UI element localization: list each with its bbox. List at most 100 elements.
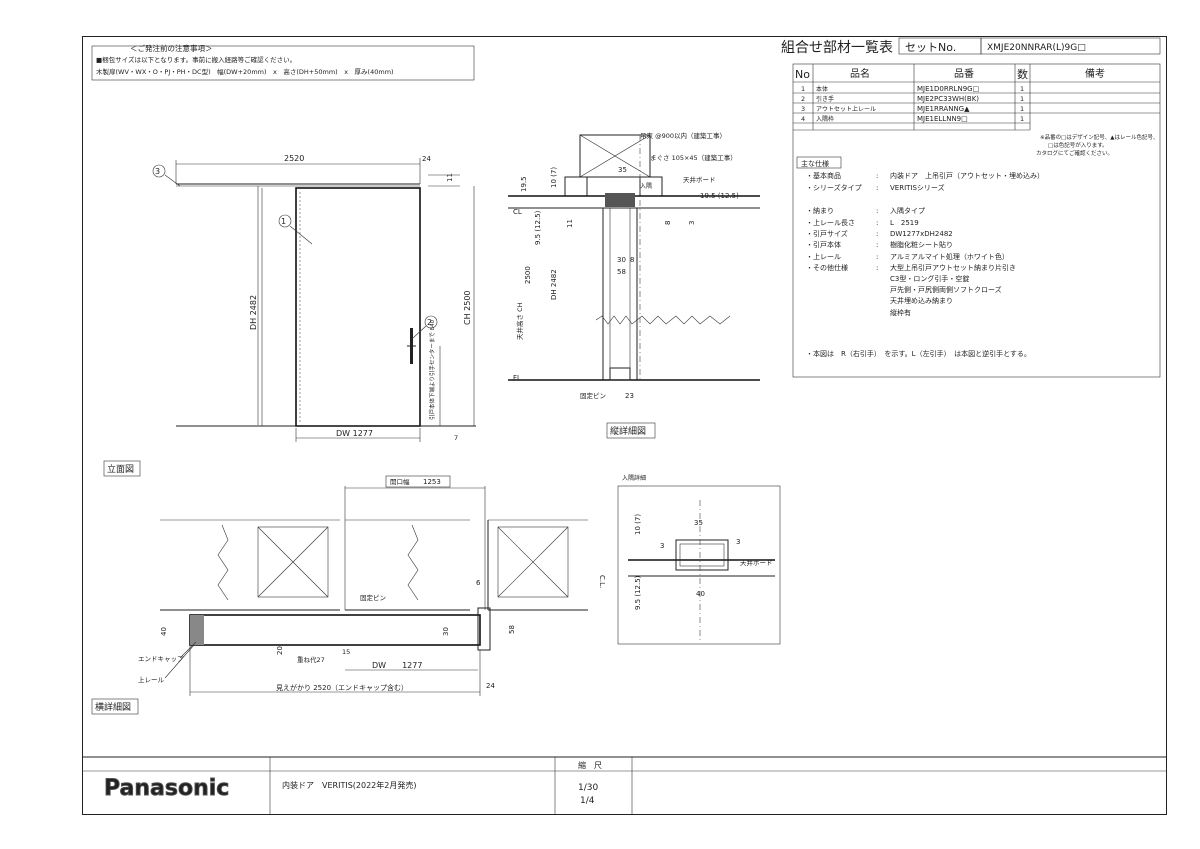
col-name: 品名 [850, 67, 870, 80]
table-row: 1 本体 MJE1D0RRLN9G□ 1 [801, 85, 1024, 93]
svg-text:・上レール: ・上レール [806, 252, 841, 261]
title-block: Panasonic 内装ドア VERITIS(2022年2月発売) 縮 尺 1/… [82, 756, 1167, 815]
hs-d30: 30 [442, 627, 450, 636]
svg-text:C3型・ロング引手・空錠: C3型・ロング引手・空錠 [890, 274, 969, 283]
table-row: 3 アウトセット上レール MJE1RRANNG▲ 1 [801, 105, 1024, 113]
cd-board: 天井ボード [740, 558, 773, 567]
elev-dim-dw: DW 1277 [336, 429, 373, 438]
horizontal-section: 開口幅 1253 固定ピン 6 40 30 58 20 15 重ね代27 DW … [138, 475, 588, 696]
elev-dim-ch: CH 2500 [463, 290, 472, 325]
set-number-value: XMJE20NNRAR(L)9G□ [987, 43, 1086, 53]
vs-d58: 58 [617, 268, 626, 276]
svg-text:入隅タイプ: 入隅タイプ [890, 206, 925, 215]
hs-opening-value: 1253 [423, 478, 441, 486]
elev-dim-7: 7 [454, 434, 458, 442]
svg-text:L 2519: L 2519 [890, 219, 919, 227]
svg-text:入隅枠: 入隅枠 [816, 115, 834, 123]
svg-text:樹脂化粧シート貼り: 樹脂化粧シート貼り [890, 240, 953, 249]
cd-d35: 35 [694, 519, 703, 527]
elevation-label: 立面図 [107, 463, 134, 475]
svg-text:・引戸サイズ: ・引戸サイズ [806, 229, 848, 238]
svg-text:・基本商品: ・基本商品 [806, 171, 841, 180]
product-name: 内装ドア VERITIS(2022年2月発売) [282, 780, 416, 790]
hs-dw: DW 1277 [372, 661, 422, 670]
panasonic-logo: Panasonic [104, 776, 229, 801]
svg-text:・上レール長さ: ・上レール長さ [806, 218, 855, 227]
svg-text::: : [876, 264, 878, 272]
svg-text:内装ドア 上吊引戸（アウトセット・埋め込み）: 内装ドア 上吊引戸（アウトセット・埋め込み） [890, 171, 1044, 180]
svg-text:MJE1ELLNN9□: MJE1ELLNN9□ [917, 115, 968, 123]
svg-text:引き手: 引き手 [816, 95, 834, 103]
callout-3: 3 [155, 167, 160, 176]
vs-d95: 9.5 (12.5) [534, 210, 542, 245]
svg-text::: : [876, 184, 878, 192]
col-code: 品番 [954, 68, 974, 80]
svg-text:・シリーズタイプ: ・シリーズタイプ [806, 183, 862, 192]
svg-text::: : [876, 207, 878, 215]
svg-text:大型上吊引戸アウトセット納まり片引き: 大型上吊引戸アウトセット納まり片引き [890, 263, 1016, 272]
vs-d35: 35 [618, 166, 627, 174]
hs-endcap: エンドキャップ [138, 655, 184, 663]
hs-d15: 15 [342, 648, 350, 656]
spec-list: ・基本商品 : 内装ドア 上吊引戸（アウトセット・埋め込み） ・シリーズタイプ … [806, 171, 1044, 317]
vs-note-5: 固定ピン [580, 391, 606, 400]
hs-d6: 6 [476, 579, 481, 587]
svg-text:縦枠有: 縦枠有 [890, 308, 911, 317]
table-footnote-3: カタログにてご確認ください。 [1036, 149, 1113, 157]
svg-text::: : [876, 253, 878, 261]
table-footnote-1: ※品番の□はデザイン記号、▲はレール色記号、 [1040, 133, 1159, 141]
corner-detail: 入隅詳細 35 10 (7) 3 3 9.5 (12.5) 40 天井ボード C… [598, 474, 781, 645]
drawing-sheet [82, 36, 1167, 815]
svg-text:MJE2PC33WH(BK): MJE2PC33WH(BK) [917, 95, 979, 103]
hs-overlap: 重ね代27 [297, 655, 325, 664]
vs-d195: 19.5 [520, 176, 528, 192]
callout-2: 2 [427, 318, 432, 327]
vs-d2500: 2500 [524, 266, 532, 284]
spec-note: ・本図は R（右引手） を示す。L（左引手） は本図と逆引手とする。 [806, 349, 1031, 358]
svg-text:アルミアルマイト処理（ホワイト色）: アルミアルマイト処理（ホワイト色） [890, 252, 1009, 261]
hs-total: 見えがかり 2520（エンドキャップ含む） [276, 683, 408, 692]
parts-list-header: 組合せ部材一覧表 セットNo. XMJE20NNRAR(L)9G□ [781, 37, 1161, 56]
table-row: 4 入隅枠 MJE1ELLNN9□ 1 [801, 115, 1024, 123]
vertical-section-label: 縦詳細図 [610, 425, 646, 437]
col-no: No [795, 68, 810, 81]
svg-text:1: 1 [1020, 95, 1024, 103]
vs-d30: 30 [617, 256, 626, 264]
svg-text:戸先側・戸尻側両側ソフトクローズ: 戸先側・戸尻側両側ソフトクローズ [890, 285, 1002, 294]
table-footnote-2: □は色記号が入ります。 [1048, 141, 1108, 149]
vs-note-3: 天井ボード [683, 175, 716, 184]
svg-text::: : [876, 241, 878, 249]
specs-heading: 主な仕様 [801, 159, 829, 168]
notice-line2: 木製扉(WV・WX・O・PJ・PH・DC型) 幅(DW+20mm) x 高さ(D… [96, 67, 394, 76]
elev-dim-840: 引戸本体下端より引手センターまで 840 [428, 319, 436, 420]
svg-text:MJE1RRANNG▲: MJE1RRANNG▲ [917, 105, 970, 113]
svg-text:1: 1 [801, 85, 805, 93]
elev-dim-11: 11 [446, 173, 454, 182]
svg-text:3: 3 [801, 105, 805, 113]
svg-text:・その他仕様: ・その他仕様 [806, 263, 848, 272]
vs-d3: 3 [688, 221, 696, 225]
vs-d10: 10 (7) [550, 167, 558, 188]
cd-d3a: 3 [660, 542, 664, 550]
vs-d23: 23 [625, 392, 634, 400]
vs-d11: 11 [566, 219, 574, 228]
svg-text::: : [876, 230, 878, 238]
vs-d8: 8 [664, 221, 672, 225]
col-qty: 数 [1017, 68, 1028, 81]
elev-dim-24: 24 [422, 155, 431, 163]
hs-opening-label: 開口幅 [390, 477, 410, 486]
svg-text:・引戸本体: ・引戸本体 [806, 240, 841, 249]
vs-ch-label: 天井高さ CH [515, 302, 524, 340]
cd-d3b: 3 [736, 538, 740, 546]
cd-d40: 40 [696, 590, 705, 598]
svg-text:MJE1D0RRLN9G□: MJE1D0RRLN9G□ [917, 85, 979, 93]
col-note: 備考 [1085, 67, 1105, 80]
svg-text:1: 1 [1020, 115, 1024, 123]
svg-text:天井埋め込み納まり: 天井埋め込み納まり [890, 296, 953, 305]
svg-text:4: 4 [801, 115, 805, 123]
vertical-section: 吊束 @900以内（建築工事） まぐさ 105×45（建築工事） 天井ボード 入… [508, 131, 760, 400]
svg-text:本体: 本体 [816, 85, 828, 93]
hs-d58: 58 [508, 625, 516, 634]
hs-d40: 40 [160, 627, 168, 636]
